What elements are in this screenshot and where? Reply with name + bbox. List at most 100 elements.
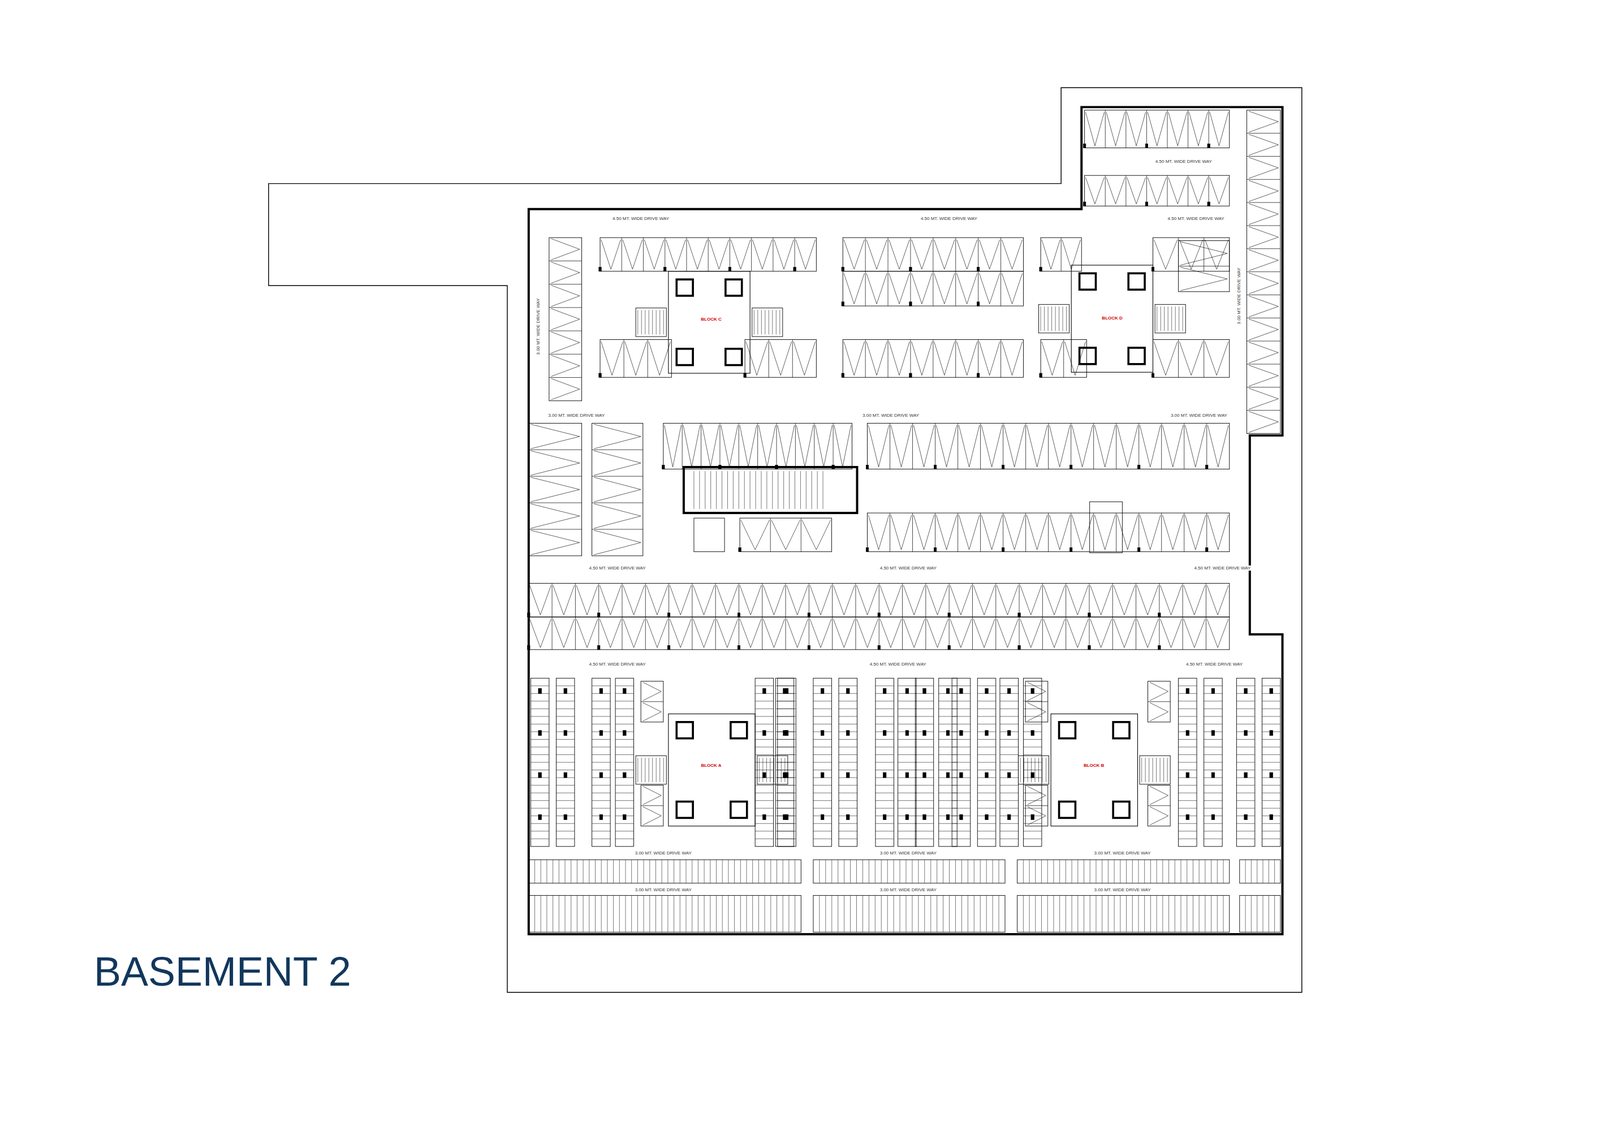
stall-mark bbox=[1001, 273, 1012, 304]
stall-mark bbox=[1062, 239, 1072, 270]
stall-mark bbox=[1149, 807, 1168, 817]
stall-mark bbox=[1261, 830, 1280, 832]
stall-mark bbox=[1208, 110, 1210, 149]
stall-mark bbox=[656, 309, 657, 335]
column bbox=[1244, 688, 1248, 694]
stall-mark bbox=[1042, 617, 1043, 650]
column bbox=[783, 772, 787, 778]
column bbox=[933, 547, 937, 552]
column bbox=[728, 266, 731, 271]
column bbox=[1001, 547, 1004, 552]
stall-mark bbox=[1178, 708, 1197, 710]
block-name: BLOCK A bbox=[699, 762, 723, 769]
stall-mark bbox=[1236, 723, 1255, 725]
column bbox=[623, 814, 627, 820]
stall-mark bbox=[771, 520, 786, 550]
stall-mark bbox=[911, 341, 922, 376]
stall-mark bbox=[1025, 805, 1049, 806]
stall-mark bbox=[751, 237, 752, 272]
stall-mark bbox=[1246, 248, 1281, 249]
stall-mark bbox=[843, 585, 855, 615]
stall-mark bbox=[875, 823, 894, 825]
stall-mark bbox=[652, 757, 653, 783]
stall-mark bbox=[875, 708, 894, 710]
stall-mark bbox=[989, 341, 1000, 376]
stall-mark bbox=[1261, 762, 1280, 763]
column bbox=[985, 730, 989, 736]
stall-mark bbox=[833, 619, 844, 648]
stall-mark bbox=[934, 423, 936, 469]
stall-mark bbox=[915, 808, 934, 809]
column bbox=[882, 772, 886, 778]
stall-mark bbox=[1127, 425, 1138, 468]
stall-mark bbox=[1256, 859, 1258, 883]
stall-mark bbox=[1167, 306, 1169, 331]
stall-mark bbox=[977, 700, 996, 702]
stall-mark bbox=[775, 769, 794, 771]
stall-mark bbox=[664, 425, 674, 468]
stall-mark bbox=[669, 619, 681, 648]
stall-mark bbox=[613, 859, 614, 883]
stall-mark bbox=[1180, 241, 1228, 254]
stall-mark bbox=[788, 471, 790, 510]
stall-mark bbox=[913, 515, 924, 550]
stall-mark bbox=[1203, 339, 1205, 378]
stall-mark bbox=[1077, 619, 1089, 648]
stall-mark bbox=[969, 515, 980, 550]
stall-mark bbox=[995, 617, 996, 650]
stall-mark bbox=[842, 425, 852, 468]
stall-mark bbox=[813, 423, 815, 469]
stall-mark bbox=[593, 477, 641, 490]
stall-mark bbox=[977, 723, 996, 725]
stall-mark bbox=[898, 716, 917, 717]
stall-mark bbox=[1217, 619, 1229, 648]
stall-mark bbox=[755, 520, 770, 550]
stall-mark bbox=[1101, 895, 1103, 933]
stall-mark bbox=[1101, 585, 1112, 615]
stall-mark bbox=[855, 617, 856, 650]
stall-mark bbox=[550, 249, 580, 261]
stall-mark bbox=[881, 859, 882, 883]
stall-mark bbox=[899, 273, 910, 304]
stall-mark bbox=[1012, 239, 1023, 270]
stall-mark bbox=[775, 747, 794, 748]
stall-mark bbox=[875, 785, 894, 786]
stall-mark bbox=[739, 585, 751, 615]
stall-mark bbox=[823, 425, 832, 468]
stall-mark bbox=[669, 585, 681, 615]
stall-mark bbox=[949, 859, 950, 883]
stall-mark bbox=[1206, 585, 1218, 615]
stall-mark bbox=[1168, 859, 1170, 883]
lift-shaft bbox=[1128, 347, 1145, 365]
stall-mark bbox=[1105, 425, 1116, 468]
column bbox=[538, 772, 542, 778]
stall-mark bbox=[739, 619, 751, 648]
stall-mark bbox=[1027, 691, 1046, 701]
stall-mark bbox=[1054, 619, 1065, 648]
stall-mark bbox=[936, 425, 947, 468]
stall-mark bbox=[1161, 512, 1162, 552]
stall-mark bbox=[704, 471, 706, 510]
stall-mark bbox=[755, 830, 774, 832]
stall-mark bbox=[1159, 757, 1161, 783]
column bbox=[538, 730, 542, 736]
stall-mark bbox=[1149, 691, 1168, 701]
stall-mark bbox=[1248, 295, 1279, 307]
stall-mark bbox=[1113, 585, 1125, 615]
stall-mark bbox=[1040, 306, 1042, 331]
stall-mark bbox=[1204, 708, 1223, 710]
stall-mark bbox=[644, 239, 654, 270]
stall-mark bbox=[818, 895, 820, 933]
stall-mark bbox=[797, 585, 809, 615]
stall-mark bbox=[934, 273, 945, 304]
stall-mark bbox=[838, 785, 857, 786]
stall-mark bbox=[1248, 329, 1279, 341]
stall-mark bbox=[592, 700, 611, 702]
stall-mark bbox=[1156, 859, 1158, 883]
stall-mark bbox=[915, 747, 934, 748]
column bbox=[882, 730, 886, 736]
stall-mark bbox=[1206, 512, 1207, 552]
stall-mark bbox=[813, 754, 832, 756]
stall-mark bbox=[593, 516, 641, 529]
stall-mark bbox=[1208, 175, 1210, 206]
